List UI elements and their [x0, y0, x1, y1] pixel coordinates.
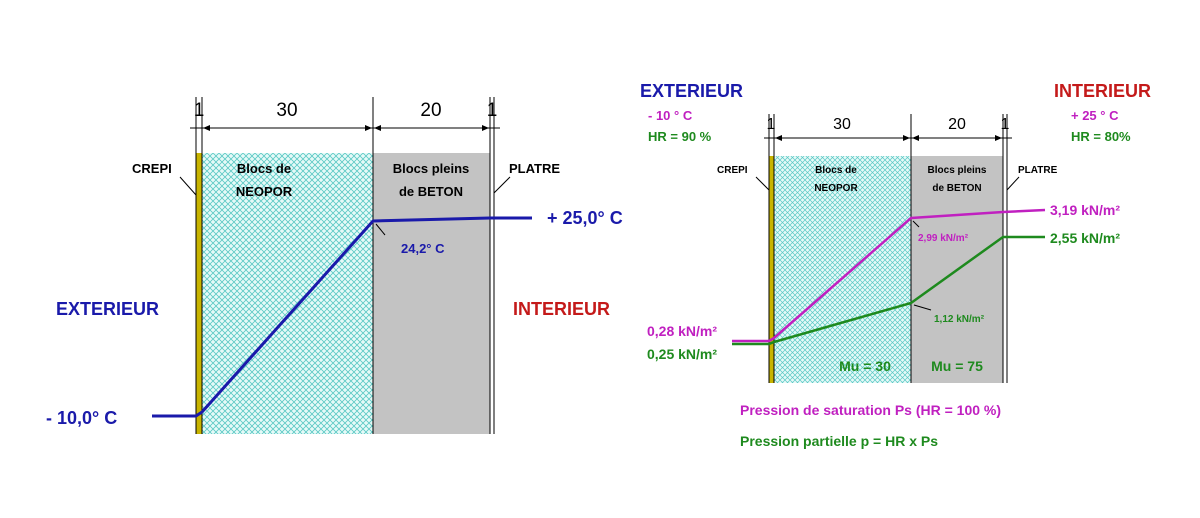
right-platre-layer — [1003, 156, 1007, 383]
right-p-mid: 1,12 kN/m² — [934, 314, 985, 325]
right-crepi-leader — [755, 176, 770, 191]
left-dim-neopor: 30 — [276, 100, 297, 121]
right-label-neopor-1: Blocs de — [815, 165, 857, 176]
left-neopor-layer — [202, 153, 373, 434]
right-interieur-hr: HR = 80% — [1071, 129, 1131, 144]
right-diagram: 1 30 20 1 CREPI Blocs de NEOPOR Blocs pl… — [640, 81, 1151, 449]
left-temperature-curve — [152, 216, 532, 418]
left-dim-platre: 1 — [487, 100, 498, 121]
right-p-int: 2,55 kN/m² — [1050, 230, 1120, 246]
right-ps-mid: 2,99 kN/m² — [918, 233, 969, 244]
right-label-neopor-2: NEOPOR — [814, 183, 858, 194]
right-legend-partial: Pression partielle p = HR x Ps — [740, 433, 938, 449]
left-crepi-layer — [196, 153, 202, 434]
left-label-platre: PLATRE — [509, 161, 560, 176]
left-dim-beton: 20 — [420, 100, 441, 121]
right-dim-neopor: 30 — [833, 116, 851, 133]
right-interieur-title: INTERIEUR — [1054, 81, 1151, 101]
left-label-neopor-1: Blocs de — [237, 161, 291, 176]
right-ps-int: 3,19 kN/m² — [1050, 202, 1120, 218]
right-p-mid-leader — [913, 304, 932, 311]
left-label-neopor-2: NEOPOR — [236, 184, 293, 199]
right-label-beton-1: Blocs pleins — [928, 165, 987, 176]
left-crepi-leader — [179, 176, 197, 196]
right-neopor-layer — [774, 156, 911, 383]
left-label-beton-1: Blocs pleins — [393, 161, 470, 176]
left-beton-layer — [373, 153, 490, 434]
left-label-beton-2: de BETON — [399, 184, 463, 199]
left-diagram: 1 30 20 1 CREPI Blocs de NEOPOR Blocs pl… — [46, 97, 623, 434]
right-platre-leader — [1006, 176, 1020, 191]
right-label-beton-2: de BETON — [932, 183, 981, 194]
right-mu-beton: Mu = 75 — [931, 358, 983, 374]
right-interieur-temp: + 25 ° C — [1071, 108, 1119, 123]
right-exterieur-title: EXTERIEUR — [640, 81, 743, 101]
right-ps-mid-leader — [912, 220, 920, 228]
left-dim-crepi: 1 — [194, 100, 205, 121]
right-label-platre: PLATRE — [1018, 165, 1058, 176]
left-platre-layer — [490, 153, 494, 434]
right-legend-saturation: Pression de saturation Ps (HR = 100 %) — [740, 402, 1001, 418]
left-label-crepi: CREPI — [132, 161, 172, 176]
right-partial-curve — [732, 235, 1045, 346]
left-mid-leader — [375, 223, 386, 236]
left-boundaries — [195, 97, 495, 434]
right-crepi-layer — [769, 156, 774, 383]
right-dim-beton: 20 — [948, 116, 966, 133]
right-saturation-curve — [732, 208, 1046, 343]
right-ps-ext: 0,28 kN/m² — [647, 323, 717, 339]
left-interieur-label: INTERIEUR — [513, 299, 610, 319]
left-exterieur-label: EXTERIEUR — [56, 299, 159, 319]
right-dim-platre: 1 — [1001, 116, 1010, 133]
right-label-crepi: CREPI — [717, 165, 748, 176]
left-platre-leader — [493, 176, 511, 194]
left-temp-int: + 25,0° C — [547, 208, 623, 228]
right-p-ext: 0,25 kN/m² — [647, 346, 717, 362]
right-boundaries — [768, 114, 1008, 383]
right-exterieur-hr: HR = 90 % — [648, 129, 712, 144]
left-temp-mid: 24,2° C — [401, 241, 445, 256]
right-exterieur-temp: - 10 ° C — [648, 108, 693, 123]
right-dim-crepi: 1 — [767, 116, 776, 133]
right-mu-neopor: Mu = 30 — [839, 358, 891, 374]
left-temp-ext: - 10,0° C — [46, 408, 117, 428]
